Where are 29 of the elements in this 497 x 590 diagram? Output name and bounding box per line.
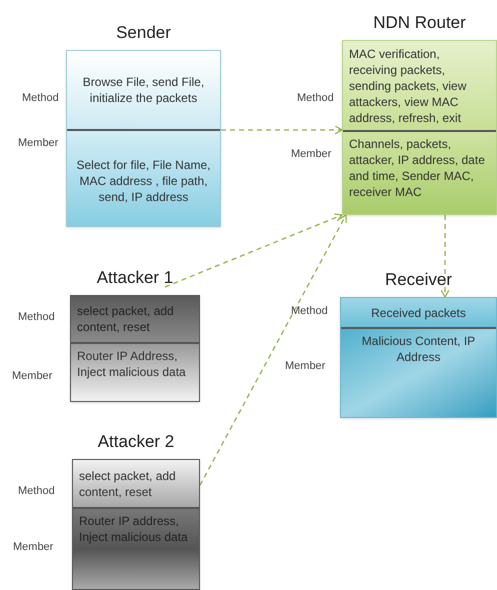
dashed-arrow xyxy=(221,125,343,135)
class-title: Receiver xyxy=(384,269,452,292)
class-title: NDN Router xyxy=(373,12,466,34)
compartment-label: Method xyxy=(18,484,55,499)
compartment-label: Member xyxy=(18,136,58,151)
compartment-label: Method xyxy=(297,91,334,106)
member-text: Channels, packets, attacker, IP address, date and time, Sender MAC, receiver MAC xyxy=(349,136,486,200)
compartment-label: Member xyxy=(12,369,52,384)
method-text: select packet, add content, reset xyxy=(79,468,177,500)
member-text: Router IP address, Inject malicious data xyxy=(79,513,189,545)
class-title: Sender xyxy=(116,22,171,44)
compartment-label: Method xyxy=(18,310,55,325)
dashed-arrow xyxy=(164,213,343,288)
method-text: Browse File, send File, initialize the packets xyxy=(82,74,206,106)
compartment-label: Method xyxy=(22,91,59,106)
compartment-label: Member xyxy=(285,359,326,374)
compartment-label: Method xyxy=(291,304,328,319)
method-text: Received packets xyxy=(371,304,466,320)
member-text: Malicious Content, IP Address xyxy=(360,333,476,366)
member-text: Select for file, File Name, MAC address , file path, send, IP address xyxy=(75,156,212,204)
compartment-label: Member xyxy=(291,147,332,162)
dashed-arrow xyxy=(440,215,450,298)
method-text: select packet, add content, reset xyxy=(77,303,175,335)
class-title: Attacker 2 xyxy=(98,431,174,454)
dashed-arrow xyxy=(199,214,347,486)
method-text: MAC verification, receiving packets, sending packets, view attackers, view MAC address, refresh, exit xyxy=(349,46,468,126)
compartment-label: Member xyxy=(13,540,54,555)
member-text: Router IP Address, Inject malicious data xyxy=(77,348,187,380)
class-title: Attacker 1 xyxy=(96,267,174,290)
